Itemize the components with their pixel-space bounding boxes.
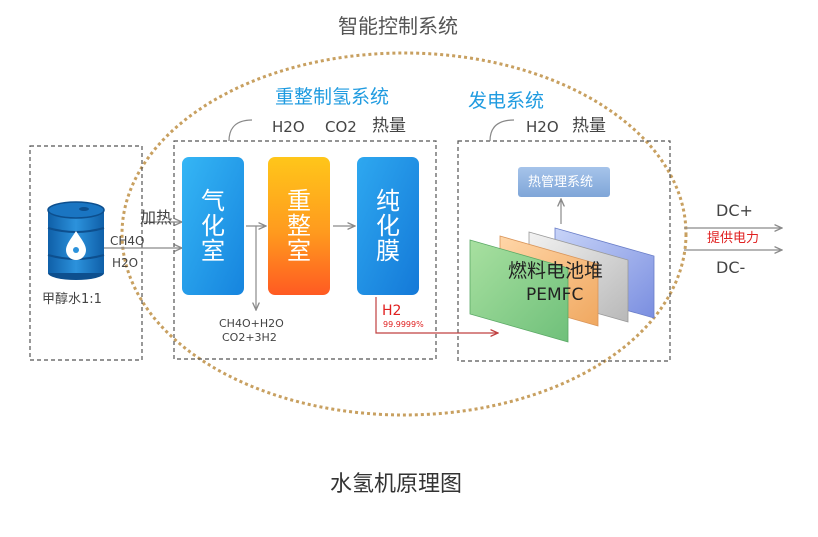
stack-label-2: PEMFC [526, 285, 584, 305]
smart-control-ellipse [120, 51, 688, 417]
reforming-system-title: 重整制氢系统 [275, 86, 390, 108]
thermal-mgmt-label: 热管理系统 [528, 175, 594, 190]
power-output-label: 提供电力 [707, 231, 760, 246]
membrane-chamber [357, 157, 419, 295]
dc-minus-label: DC- [716, 258, 746, 277]
heat-input-label: 加热 [140, 208, 173, 227]
reforming-heat-label: 热量 [372, 116, 406, 136]
vaporizer-chamber [182, 157, 244, 295]
h2-label: H2 [382, 303, 402, 319]
power-box [457, 140, 671, 362]
reforming-co2-label: CO2 [325, 118, 357, 136]
power-system-title: 发电系统 [468, 90, 545, 112]
reformer-label: 重整室 [287, 187, 311, 266]
vaporizer-label: 气化室 [201, 187, 225, 266]
methanol-barrel-icon [47, 201, 105, 280]
reaction-line-1: CH4O+H2O [219, 317, 284, 330]
thermal-mgmt-box [518, 167, 610, 197]
feed-h2o-label: H2O [112, 256, 139, 270]
reaction-line-2: CO2+3H2 [222, 331, 277, 344]
dc-plus-label: DC+ [716, 201, 753, 220]
reforming-h2o-label: H2O [272, 118, 305, 136]
purity-label: 99.9999% [383, 320, 424, 329]
fuel-cell-stack [469, 227, 655, 343]
reforming-box [173, 140, 437, 360]
reforming-exhaust-curve [228, 119, 253, 142]
methanol-box [29, 145, 143, 361]
power-exhaust-curve [489, 119, 515, 142]
diagram-title: 智能控制系统 [338, 14, 458, 38]
power-heat-label: 热量 [572, 116, 606, 136]
reformer-chamber [268, 157, 330, 295]
feed-ch4o-label: CH4O [110, 234, 145, 248]
h2-output-line [375, 297, 498, 333]
methanol-label: 甲醇水1:1 [42, 292, 102, 307]
stack-label-1: 燃料电池堆 [508, 260, 604, 282]
membrane-label: 纯化膜 [376, 187, 400, 266]
power-h2o-label: H2O [526, 118, 559, 136]
diagram-caption: 水氢机原理图 [330, 472, 463, 497]
